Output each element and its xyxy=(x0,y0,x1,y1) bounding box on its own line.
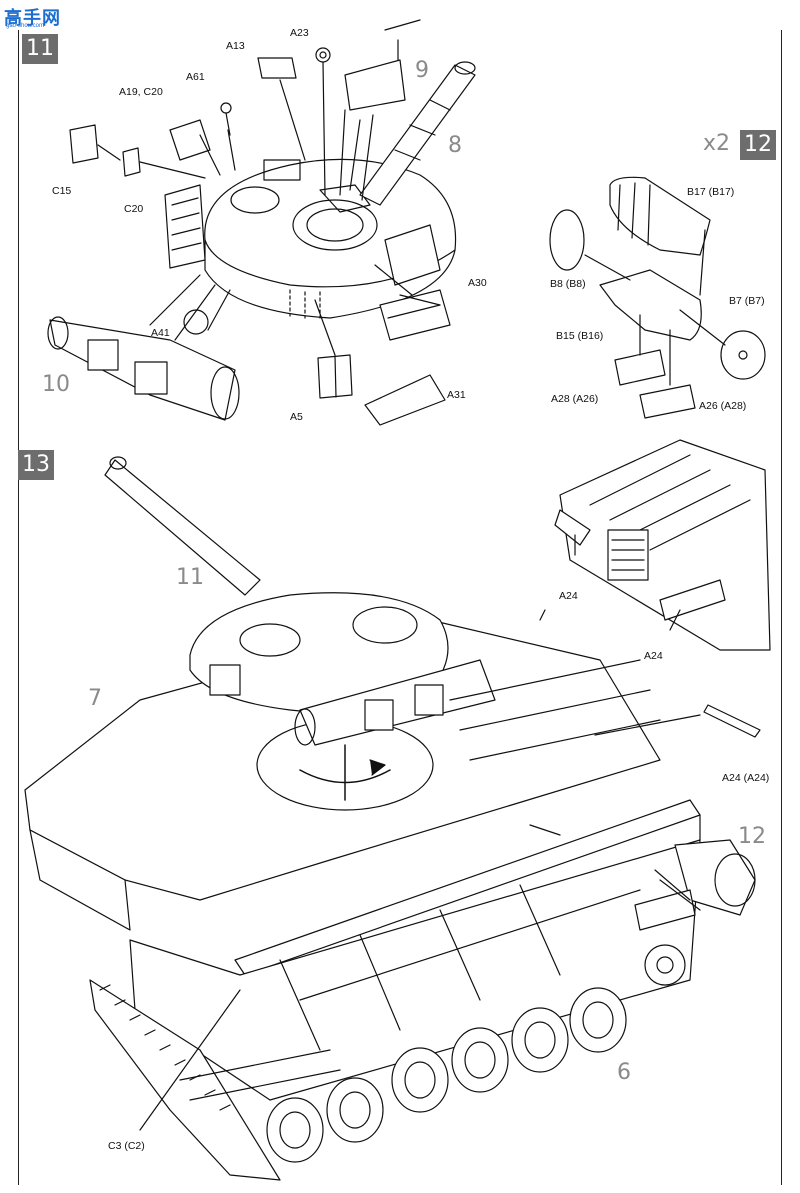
label-b15: B15 (B16) xyxy=(556,330,604,342)
label-b7: B7 (B7) xyxy=(729,295,765,307)
ref-6: 6 xyxy=(617,1060,631,1085)
drum-assembly xyxy=(549,176,766,419)
quantity-multiplier: x2 xyxy=(703,131,731,156)
ref-8: 8 xyxy=(448,133,462,158)
step-13-badge: 13 xyxy=(18,450,54,480)
label-a13: A13 xyxy=(226,40,245,52)
label-a24-left: A24 xyxy=(559,590,578,602)
ref-11: 11 xyxy=(176,565,204,590)
label-b8: B8 (B8) xyxy=(550,278,586,290)
ref-9: 9 xyxy=(415,58,429,83)
label-a23: A23 xyxy=(290,27,309,39)
label-a61: A61 xyxy=(186,71,205,83)
label-a30: A30 xyxy=(468,277,487,289)
logo-text: 高手网 xyxy=(4,8,61,29)
label-a41: A41 xyxy=(151,327,170,339)
step-11-badge: 11 xyxy=(22,34,58,64)
ref-7: 7 xyxy=(88,686,102,711)
logo-subtext: gao-shou.com xyxy=(6,23,45,29)
label-a24-right: A24 xyxy=(644,650,663,662)
label-a31: A31 xyxy=(447,389,466,401)
label-a19-c20: A19, C20 xyxy=(119,86,163,98)
label-b17: B17 (B17) xyxy=(687,186,735,198)
label-a28: A28 (A26) xyxy=(551,393,599,405)
label-a26: A26 (A28) xyxy=(699,400,747,412)
watermark-logo: 高手网 gao-shou.com xyxy=(4,4,76,30)
turret-assembly xyxy=(47,19,476,426)
ref-12: 12 xyxy=(738,824,766,849)
label-a5: A5 xyxy=(290,411,303,423)
label-a24-plate: A24 (A24) xyxy=(722,772,770,784)
ref-10: 10 xyxy=(42,372,70,397)
page-frame xyxy=(18,30,782,1185)
step-12-badge: 12 xyxy=(740,130,776,160)
label-c20: C20 xyxy=(124,203,144,215)
label-c3: C3 (C2) xyxy=(108,1140,145,1152)
hull-assembly xyxy=(24,439,771,1181)
label-c15: C15 xyxy=(52,185,72,197)
